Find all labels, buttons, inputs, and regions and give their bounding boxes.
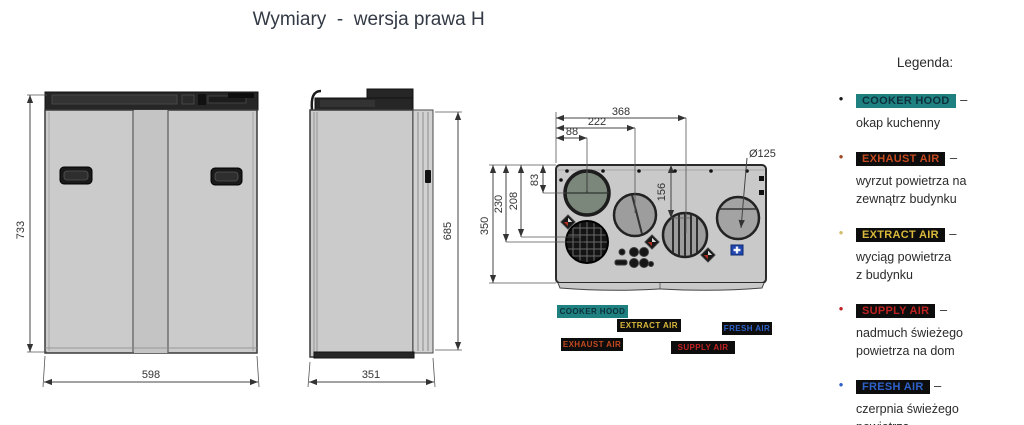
front-unit: [44, 91, 259, 354]
legend-desc-line: z budynku: [856, 268, 913, 282]
svg-text:208: 208: [508, 192, 520, 210]
legend-desc-line: zewnątrz budynku: [856, 192, 957, 206]
legend-tag: FRESH AIR: [856, 380, 930, 394]
dim-350: 350: [479, 165, 497, 283]
right-door-handle: [210, 167, 243, 186]
dim-368: 368: [556, 106, 687, 233]
legend-desc-line: wyciąg powietrza: [856, 250, 952, 264]
svg-text:156: 156: [656, 183, 668, 201]
dash: –: [934, 378, 942, 393]
legend-tag: SUPPLY AIR: [856, 304, 936, 318]
legend-desc-line: powietrza: [856, 418, 1024, 425]
legend-tag: EXHAUST AIR: [856, 152, 946, 166]
port-label-supply-air: SUPPLY AIR: [671, 341, 735, 354]
legend-item-extract-air: • EXTRACT AIR – wyciąg powietrza z budyn…: [826, 225, 1024, 284]
left-door-handle: [59, 166, 93, 185]
legend-item-cooker-hood: • COOKER HOOD – okap kuchenny: [826, 91, 1024, 132]
dim-front-width: 598: [42, 355, 260, 388]
dim-side-height: 685: [435, 111, 462, 351]
supply-air-port: [661, 211, 709, 259]
bullet-icon: •: [838, 225, 844, 240]
legend-heading: Legenda:: [896, 55, 954, 70]
dim-front-height: 733: [15, 94, 47, 353]
dim-label-351: 351: [362, 369, 380, 381]
bullet-icon: •: [838, 301, 844, 316]
dim-156: 156: [656, 165, 690, 219]
dim-label-733: 733: [15, 221, 27, 239]
hanging-hook: [310, 89, 322, 111]
warning-sticker: [644, 234, 660, 250]
dim-label-598: 598: [142, 369, 160, 381]
front-view-drawing: 733 598: [15, 91, 260, 388]
warning-sticker: [560, 214, 576, 230]
top-view-drawing: 368 222 88 350 230 208: [479, 106, 776, 291]
exhaust-air-port: [565, 220, 609, 264]
svg-text:230: 230: [493, 195, 505, 213]
dash: –: [949, 150, 958, 165]
dim-port-diameter: Ø125: [738, 148, 776, 229]
svg-text:88: 88: [566, 126, 578, 138]
dim-208: 208: [508, 165, 581, 238]
dim-88: 88: [556, 126, 588, 191]
dash: –: [960, 92, 968, 107]
legend-tag: COOKER HOOD: [856, 94, 956, 108]
bullet-icon: •: [838, 377, 844, 392]
bullet-icon: •: [838, 149, 844, 164]
svg-text:350: 350: [479, 217, 491, 235]
port-label-exhaust-air: EXHAUST AIR: [561, 338, 623, 351]
legend-desc-line: powietrza na dom: [856, 344, 955, 358]
side-handle: [425, 170, 431, 183]
legend-desc-line: czerpnia świeżego: [856, 402, 959, 416]
side-view-drawing: 685 351: [307, 88, 462, 388]
dim-label-685: 685: [442, 222, 454, 240]
svg-text:222: 222: [588, 116, 606, 128]
legend-desc-line: wyrzut powietrza na: [856, 174, 967, 188]
port-label-extract-air: EXTRACT AIR: [617, 319, 681, 332]
warning-sticker: [700, 247, 716, 263]
dim-83: 83: [529, 165, 565, 194]
electrical-connectors: [614, 247, 654, 268]
legend-item-exhaust-air: • EXHAUST AIR – wyrzut powietrza na zewn…: [826, 149, 1024, 208]
blue-sticker: [730, 244, 744, 256]
bullet-icon: •: [838, 91, 844, 106]
page-title: Wymiary - wersja prawa H: [252, 9, 485, 30]
port-label-fresh-air: FRESH AIR: [722, 322, 772, 335]
dim-222: 222: [556, 116, 636, 213]
legend-tag: EXTRACT AIR: [856, 228, 945, 242]
legend-item-supply-air: • SUPPLY AIR – nadmuch świeżego powietrz…: [826, 301, 1024, 360]
dim-230: 230: [493, 165, 584, 243]
legend-item-fresh-air: • FRESH AIR – czerpnia świeżego powietrz…: [826, 377, 1024, 425]
dash: –: [939, 302, 948, 317]
dash: –: [949, 226, 957, 241]
side-unit: [309, 88, 434, 359]
dim-side-width: 351: [307, 357, 436, 388]
legend-desc-line: okap kuchenny: [856, 116, 941, 130]
svg-text:83: 83: [529, 174, 541, 186]
legend-desc-line: nadmuch świeżego: [856, 326, 964, 340]
legend: Legenda: • COOKER HOOD – okap kuchenny •…: [826, 55, 1024, 425]
svg-text:Ø125: Ø125: [749, 148, 776, 160]
svg-text:368: 368: [612, 106, 630, 118]
port-label-cooker-hood: COOKER HOOD: [557, 305, 628, 318]
fresh-air-port: [715, 195, 761, 241]
